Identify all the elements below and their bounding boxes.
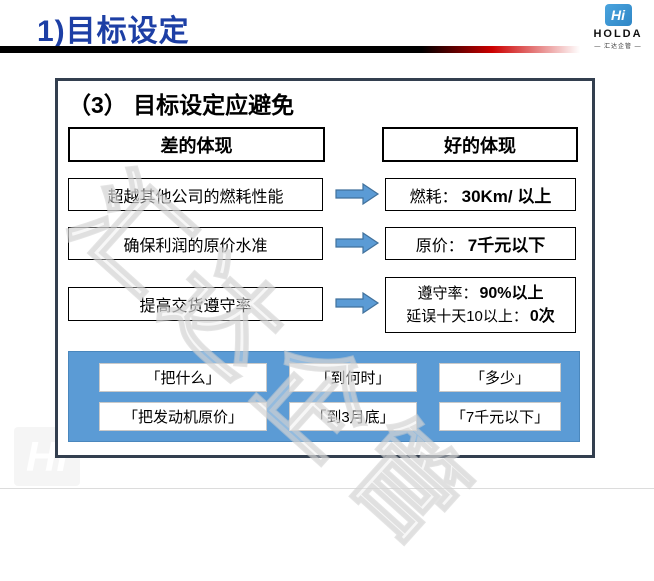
good-item-3-line1-value: 90%以上: [479, 285, 544, 302]
holda-logo: Hi HOLDA — 汇达企管 —: [585, 4, 651, 50]
bad-item-1: 超越其他公司的燃耗性能: [68, 178, 323, 211]
holda-logo-subtitle: — 汇达企管 —: [594, 44, 642, 50]
bad-item-3: 提高交货遵守率: [68, 287, 323, 321]
summary-item-howmuch: 「多少」: [439, 363, 561, 392]
good-item-1: 燃耗： 30Km/ 以上: [385, 178, 576, 211]
holda-logo-icon: Hi: [604, 4, 632, 26]
good-item-3-line2: 延误十天10以上：0次: [406, 305, 555, 328]
header-divider: [0, 46, 586, 53]
good-item-3: 遵守率：90%以上 延误十天10以上：0次: [385, 277, 576, 333]
good-item-3-line2-value: 0次: [529, 308, 555, 325]
good-item-3-line2-label: 延误十天10以上：: [406, 308, 528, 325]
right-arrow-icon: [335, 231, 380, 255]
column-header-good: 好的体现: [382, 127, 578, 162]
bad-item-2: 确保利润的原价水准: [68, 227, 323, 260]
good-item-2-value: 7千元以下: [467, 236, 546, 255]
summary-item-under-7k: 「7千元以下」: [439, 402, 561, 431]
right-arrow-icon: [335, 291, 380, 315]
holda-logo-name: HOLDA: [593, 28, 643, 40]
good-item-1-value: 30Km/ 以上: [461, 187, 552, 206]
good-item-2: 原价： 7千元以下: [385, 227, 576, 260]
good-item-3-line1: 遵守率：90%以上: [417, 282, 543, 305]
summary-item-what: 「把什么」: [99, 363, 267, 392]
summary-item-when: 「到何时」: [289, 363, 417, 392]
summary-panel: 「把什么」 「到何时」 「多少」 「把发动机原价」 「到3月底」 「7千元以下」: [68, 351, 580, 442]
good-item-2-label: 原价：: [415, 237, 464, 255]
summary-item-engine-cost: 「把发动机原价」: [99, 402, 267, 431]
slide-title: （3） 目标设定应避免: [68, 92, 295, 118]
column-header-bad: 差的体现: [68, 127, 325, 162]
good-item-3-line1-label: 遵守率：: [417, 285, 478, 302]
right-arrow-icon: [335, 182, 380, 206]
page-title: 1)目标设定: [37, 15, 190, 48]
slide-content-box: （3） 目标设定应避免 差的体现 好的体现 超越其他公司的燃耗性能 燃耗： 30…: [55, 78, 595, 458]
summary-item-march-end: 「到3月底」: [289, 402, 417, 431]
good-item-1-label: 燃耗：: [409, 188, 458, 206]
page-bottom-divider: [0, 488, 654, 489]
